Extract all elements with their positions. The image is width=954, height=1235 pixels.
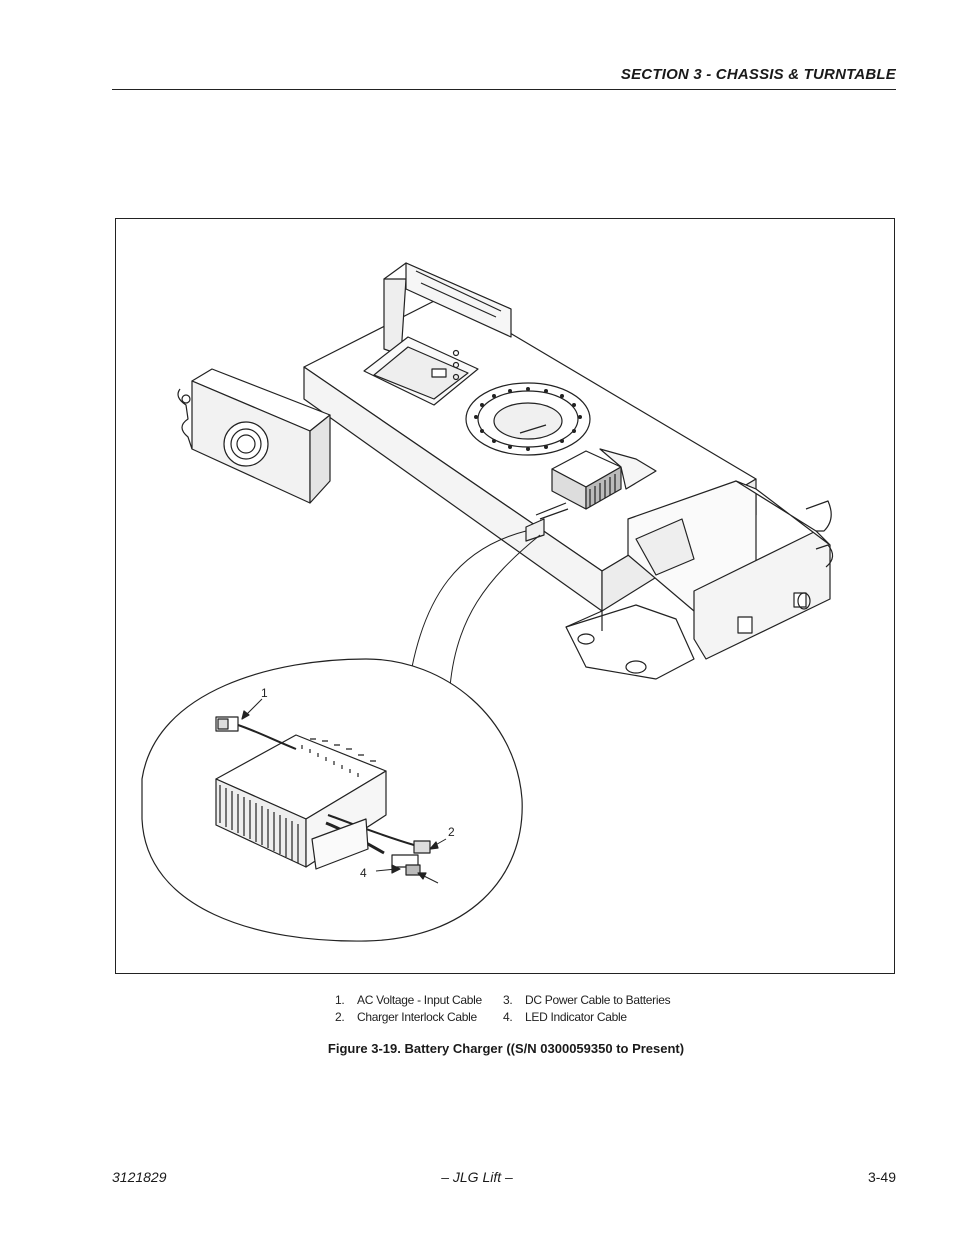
- legend-item: 1. AC Voltage - Input Cable: [335, 992, 482, 1009]
- legend-item-label: LED Indicator Cable: [525, 1010, 627, 1024]
- legend-item-label: Charger Interlock Cable: [357, 1010, 477, 1024]
- legend-item: 3. DC Power Cable to Batteries: [503, 992, 671, 1009]
- chassis-illustration: 1 2 4: [141, 262, 834, 942]
- legend-item-label: AC Voltage - Input Cable: [357, 993, 482, 1007]
- legend-column-2: 3. DC Power Cable to Batteries 4. LED Indi…: [503, 992, 671, 1026]
- legend-item: 2. Charger Interlock Cable: [335, 1009, 482, 1026]
- legend-item-number: 3.: [503, 993, 513, 1007]
- callout-1: 1: [261, 686, 268, 700]
- legend-item-number: 2.: [335, 1010, 345, 1024]
- callout-2: 2: [448, 825, 455, 839]
- header-rule: [112, 89, 896, 90]
- legend-item-number: 1.: [335, 993, 345, 1007]
- figure-caption: Figure 3-19. Battery Charger ((S/N 03000…: [0, 1041, 954, 1056]
- figure-frame: 1 2 4: [115, 218, 895, 974]
- chassis-frame: [177, 262, 834, 680]
- callout-4: 4: [360, 866, 367, 880]
- detail-view: [141, 658, 523, 942]
- figure-caption-text: Figure 3-19. Battery Charger ((S/N 03000…: [327, 1041, 685, 1056]
- footer-page-number: 3-49: [867, 1169, 896, 1185]
- footer-publisher: – JLG Lift –: [441, 1169, 513, 1185]
- legend-item-label: DC Power Cable to Batteries: [525, 993, 671, 1007]
- legend-column-1: 1. AC Voltage - Input Cable 2. Charger Int…: [335, 992, 482, 1026]
- legend-item-number: 4.: [503, 1010, 513, 1024]
- legend-item: 4. LED Indicator Cable: [503, 1009, 670, 1026]
- footer-doc-number: 3121829: [112, 1169, 167, 1185]
- section-header-title: SECTION 3 - CHASSIS & TURNTABLE: [620, 66, 896, 83]
